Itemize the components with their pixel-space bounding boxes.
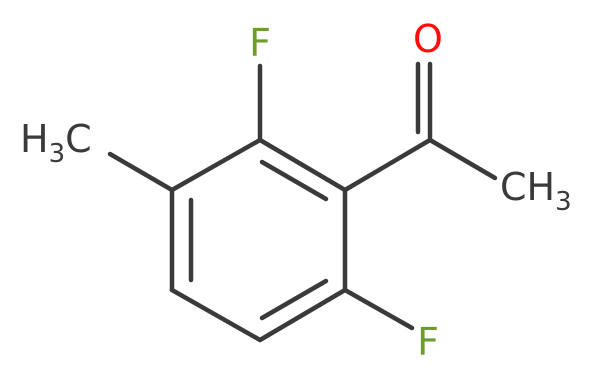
bond-c6-methyl: [107, 151, 175, 193]
methyl-right-ch: CH: [500, 165, 555, 209]
oxygen-label: O: [413, 17, 443, 61]
bond-carbonyl-methyl: [427, 137, 498, 181]
bond-c6-c1: [169, 137, 263, 193]
fluorine-label-top: F: [249, 21, 271, 65]
bond-c3-c4-inner: [259, 278, 329, 321]
methyl-left-label: H3C: [20, 117, 92, 169]
fluorine-label-bottom: F: [417, 320, 439, 364]
bond-c2-carbonyl: [342, 137, 433, 193]
methyl-right-subscript: 3: [555, 187, 572, 217]
bond-c3-f: [342, 287, 415, 331]
methyl-left-h: H: [20, 117, 49, 161]
methyl-left-subscript: 3: [49, 139, 66, 169]
bond-c4-c5: [169, 287, 263, 343]
bond-c3-c4: [257, 287, 348, 343]
bond-c1-c2-inner: [259, 159, 329, 202]
bond-c1-c2: [257, 137, 348, 193]
methyl-left-c: C: [65, 117, 92, 161]
methyl-right-label: CH3: [500, 165, 572, 217]
